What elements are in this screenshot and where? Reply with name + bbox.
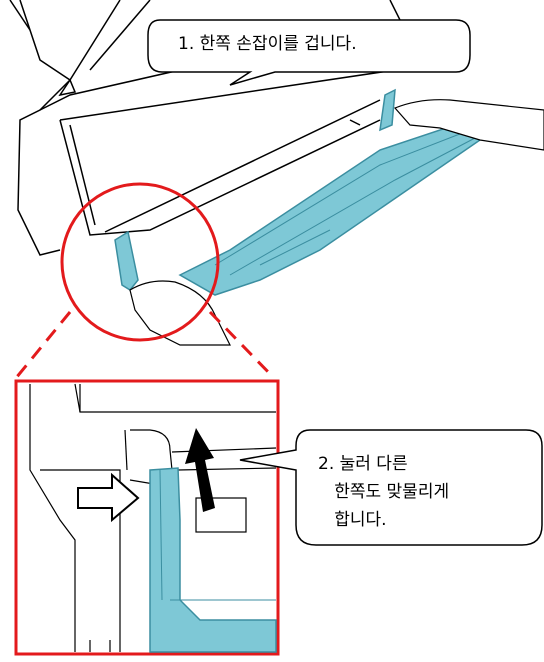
callout-step1-text: 1. 한쪽 손잡이를 겁니다. [178,34,357,54]
callout-step2-line3: 합니다. [318,510,387,530]
hands [129,99,544,346]
push-arrow-icon [77,472,140,523]
zoom-connector-left [14,311,72,379]
highlight-circle [60,182,220,342]
callout-step2-line1: 2. 눌러 다른 [318,454,408,474]
zoom-connector-right [208,310,276,380]
zoom-panel [14,379,280,656]
callout-step2-bubble [239,429,543,546]
callout-step2-text: 2. 눌러 다른 한쪽도 맞물리게 합니다. [318,450,449,534]
lift-arrow-icon [185,428,215,512]
callout-step2-line2: 한쪽도 맞물리게 [318,482,450,502]
callout-step1-bubble [147,19,471,86]
